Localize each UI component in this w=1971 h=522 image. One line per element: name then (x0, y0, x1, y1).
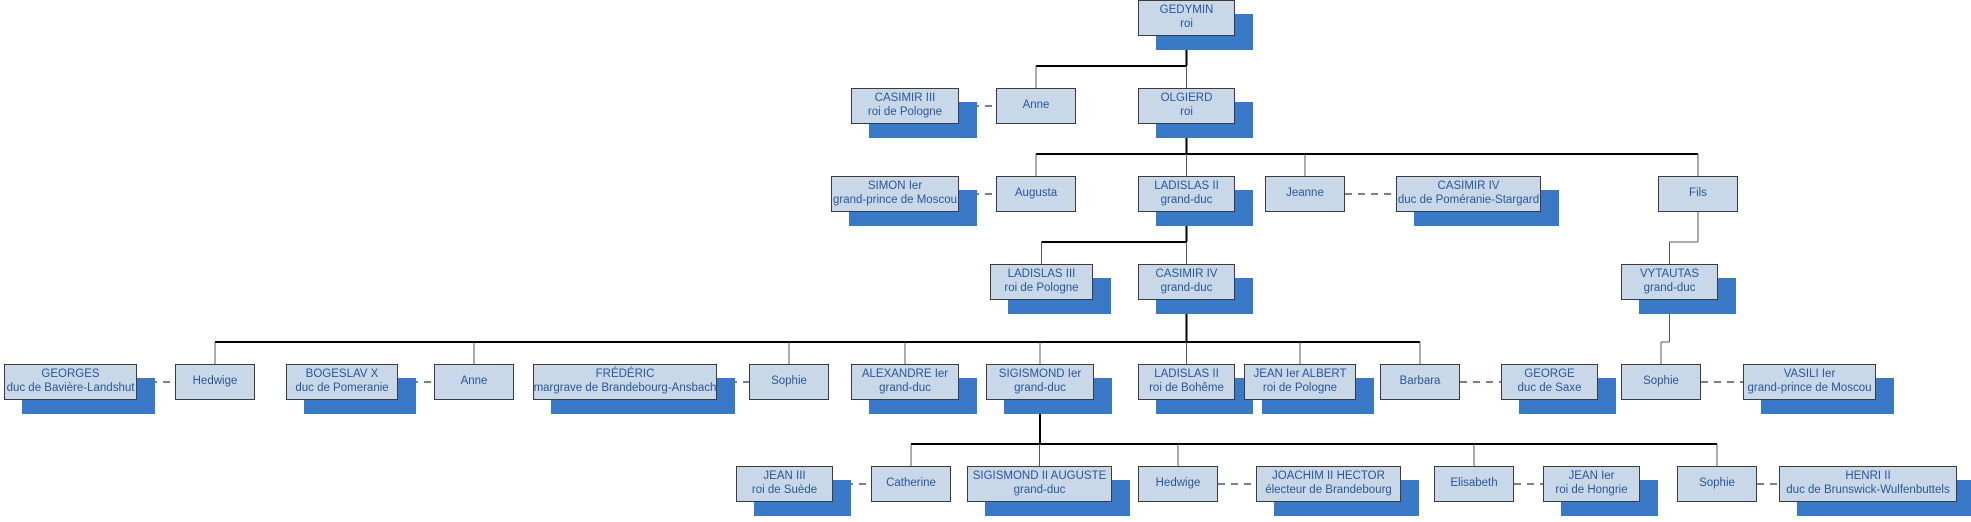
node-name: Catherine (886, 477, 936, 490)
node-name: Anne (1022, 99, 1050, 112)
node-hedwige2[interactable]: Hedwige (1138, 466, 1218, 502)
node-title: roi (1180, 18, 1193, 30)
node-name: SIGISMOND II AUGUSTE (972, 470, 1107, 483)
node-name: SIGISMOND Ier (998, 368, 1082, 381)
node-name: GEORGE (1524, 368, 1575, 381)
node-name: Elisabeth (1450, 477, 1498, 490)
node-name: OLGIERD (1160, 92, 1213, 105)
node-name: LADISLAS III (1007, 268, 1076, 281)
node-name: GEDYMIN (1159, 4, 1214, 17)
node-catherine[interactable]: Catherine (871, 466, 951, 502)
node-title: grand-duc (1160, 282, 1213, 294)
node-name: Barbara (1399, 375, 1441, 388)
node-title: roi de Pologne (1262, 382, 1338, 394)
node-name: Jeanne (1286, 187, 1324, 200)
node-name: Anne (460, 375, 488, 388)
node-name: BOGESLAV X (305, 368, 379, 381)
node-title: grand-duc (1643, 282, 1696, 294)
node-name: JEAN Ier ALBERT (1253, 368, 1347, 381)
node-name: HENRI II (1845, 470, 1891, 483)
node-name: SIMON Ier (867, 180, 923, 193)
node-name: Sophie (1643, 375, 1679, 388)
node-title: grand-duc (879, 382, 931, 394)
node-title: roi de Bohême (1149, 382, 1224, 394)
node-title: roi de Pologne (867, 106, 943, 118)
node-title: roi de Hongrie (1555, 484, 1628, 496)
node-elisabeth[interactable]: Elisabeth (1434, 466, 1514, 502)
node-name: CASIMIR III (874, 92, 936, 105)
node-title: duc de Poméranie-Stargard (1397, 194, 1540, 206)
node-title: duc de Brunswick-Wulfenbuttels (1786, 484, 1950, 496)
node-name: Sophie (771, 375, 807, 388)
node-title: roi de Suède (751, 484, 818, 496)
node-title: grand-duc (1013, 484, 1066, 496)
node-name: VASILI Ier (1783, 368, 1836, 381)
node-title: roi (1180, 106, 1193, 118)
node-jeanne[interactable]: Jeanne (1265, 176, 1345, 212)
node-name: JEAN III (763, 470, 806, 483)
node-fils[interactable]: Fils (1658, 176, 1738, 212)
node-sophie1[interactable]: Sophie (749, 364, 829, 400)
node-title: grand-prince de Moscou (1747, 382, 1872, 394)
node-title: grand-prince de Moscou (832, 194, 957, 206)
node-name: FRÉDÉRIC (595, 368, 655, 381)
node-anne2[interactable]: Anne (434, 364, 514, 400)
node-name: Hedwige (1155, 477, 1201, 490)
node-name: ALEXANDRE Ier (861, 368, 949, 381)
node-title: duc de Bavière-Landshut (6, 382, 135, 394)
node-name: Sophie (1699, 477, 1735, 490)
node-title: électeur de Brandebourg (1265, 484, 1392, 496)
node-sophie3[interactable]: Sophie (1677, 466, 1757, 502)
node-title: roi de Pologne (1004, 282, 1079, 294)
node-name: Hedwige (192, 375, 238, 388)
node-sophie2[interactable]: Sophie (1621, 364, 1701, 400)
node-title: grand-duc (1160, 194, 1213, 206)
node-name: LADISLAS II (1154, 368, 1219, 381)
node-title: margrave de Brandebourg-Ansbach (533, 382, 717, 394)
node-name: VYTAUTAS (1640, 268, 1699, 281)
node-name: Augusta (1014, 187, 1058, 200)
node-name: CASIMIR IV (1437, 180, 1500, 193)
node-name: JOACHIM II HECTOR (1272, 470, 1385, 483)
node-anne1[interactable]: Anne (996, 88, 1076, 124)
node-title: grand-duc (1014, 382, 1066, 394)
node-barbara[interactable]: Barbara (1380, 364, 1460, 400)
node-hedwige1[interactable]: Hedwige (175, 364, 255, 400)
node-name: GEORGES (41, 368, 100, 381)
node-name: Fils (1689, 187, 1707, 200)
node-augusta[interactable]: Augusta (996, 176, 1076, 212)
node-title: duc de Saxe (1517, 382, 1582, 394)
node-name: CASIMIR IV (1155, 268, 1218, 281)
node-title: duc de Pomeranie (295, 382, 389, 394)
node-name: JEAN Ier (1568, 470, 1615, 483)
node-name: LADISLAS II (1154, 180, 1219, 193)
